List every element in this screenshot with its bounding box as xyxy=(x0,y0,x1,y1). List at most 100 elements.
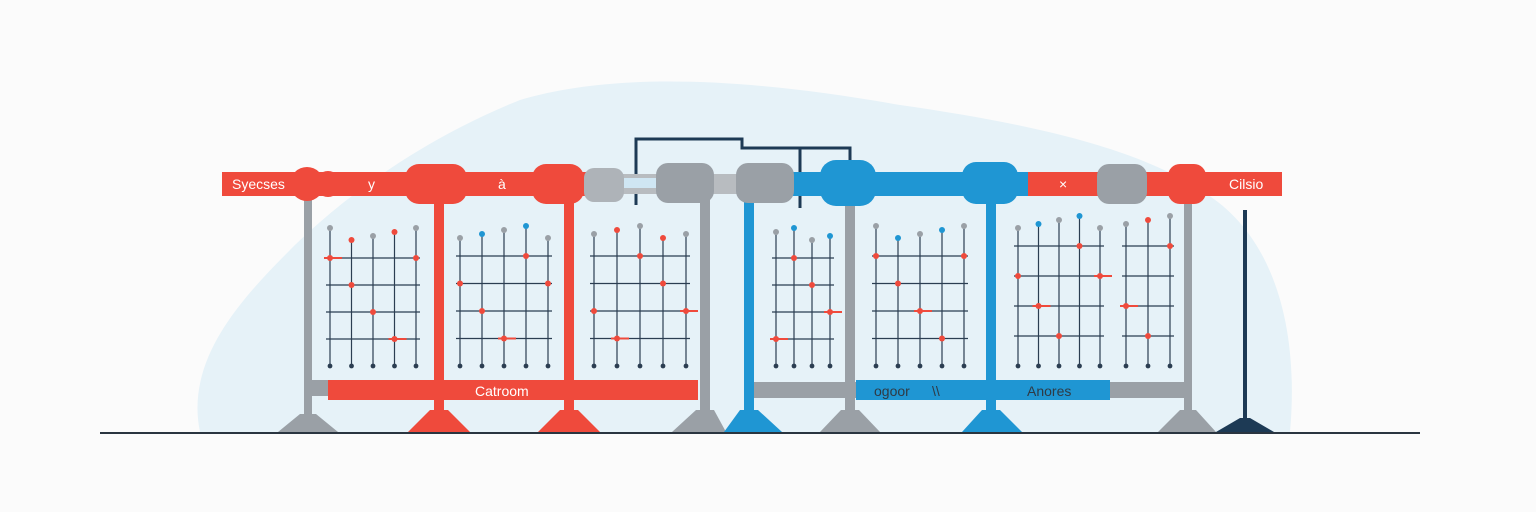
grid-marker xyxy=(1167,213,1173,219)
coupling-blue xyxy=(820,160,876,206)
grid-marker xyxy=(1056,217,1062,223)
pipe-red xyxy=(1028,172,1282,196)
grid-panel xyxy=(324,225,420,369)
grid-marker xyxy=(545,235,551,241)
label-top-left: Syecses xyxy=(232,176,285,192)
post-blue xyxy=(744,190,754,420)
grid-node xyxy=(1015,363,1021,369)
grid-marker xyxy=(501,227,507,233)
grid-marker xyxy=(1076,243,1083,249)
grid-marker xyxy=(523,223,529,229)
grid-marker xyxy=(1076,213,1083,219)
grid-node xyxy=(939,363,945,369)
grid-marker xyxy=(457,235,463,241)
coupling-gray xyxy=(736,163,794,203)
post-navy xyxy=(1243,210,1247,425)
grid-node xyxy=(479,363,485,369)
grid-marker xyxy=(591,308,597,314)
grid-marker xyxy=(1035,221,1042,227)
grid-node xyxy=(1097,363,1103,369)
grid-marker xyxy=(961,223,967,229)
foot-gray xyxy=(672,410,726,432)
grid-marker xyxy=(614,227,620,233)
grid-node xyxy=(501,363,507,369)
grid-marker xyxy=(370,309,376,315)
coupling-gray xyxy=(584,168,624,202)
grid-node xyxy=(545,363,551,369)
grid-node xyxy=(917,363,923,369)
grid-node xyxy=(827,363,833,369)
post-feet xyxy=(278,410,1274,432)
grid-node xyxy=(1167,363,1173,369)
grid-marker xyxy=(479,231,485,237)
grid-marker xyxy=(939,335,945,342)
grid-marker xyxy=(1097,225,1103,231)
grid-node xyxy=(809,363,815,369)
label-top-mark-3: × xyxy=(1059,176,1067,192)
coupling-red xyxy=(1168,164,1206,204)
foot-gray xyxy=(820,410,880,432)
grid-panel xyxy=(1120,213,1174,369)
label-bottom-2-mark: \\ xyxy=(932,383,940,399)
grid-marker xyxy=(370,233,376,239)
post-red xyxy=(564,190,574,420)
grid-marker xyxy=(791,255,797,261)
grid-node xyxy=(591,363,597,369)
grid-marker xyxy=(1167,243,1173,249)
grid-marker xyxy=(348,237,355,243)
grid-marker xyxy=(391,229,398,235)
grid-marker xyxy=(348,282,355,288)
grid-marker xyxy=(1015,273,1021,279)
grid-marker xyxy=(457,280,463,287)
foot-red xyxy=(408,410,470,432)
top-pipe xyxy=(222,160,1282,206)
connector-wire xyxy=(634,137,852,205)
grid-node xyxy=(660,363,666,369)
grid-panel xyxy=(872,223,968,369)
grid-node xyxy=(1036,363,1041,369)
grid-marker xyxy=(523,253,529,259)
foot-red xyxy=(538,410,600,432)
rail-gray xyxy=(754,382,858,398)
posts xyxy=(304,190,1247,425)
foot-navy xyxy=(1216,418,1274,432)
coupling-red xyxy=(405,164,467,204)
grid-marker xyxy=(1015,225,1021,231)
grid-node xyxy=(791,363,797,369)
grid-marker xyxy=(827,233,833,239)
coupling-gray xyxy=(656,163,714,203)
grid-marker xyxy=(1145,217,1151,223)
grid-node xyxy=(683,363,689,369)
grid-node xyxy=(1123,363,1129,369)
grid-node xyxy=(413,363,419,369)
grid-marker xyxy=(413,255,419,261)
coupling-red xyxy=(532,164,584,204)
grid-marker xyxy=(809,282,815,288)
label-top-right: Cilsio xyxy=(1229,176,1263,192)
grid-marker xyxy=(895,280,901,287)
grid-node xyxy=(370,363,376,369)
grid-marker xyxy=(660,280,666,287)
foot-blue xyxy=(962,410,1022,432)
grid-marker xyxy=(545,280,551,287)
rail-blue xyxy=(856,380,1110,400)
grid-marker xyxy=(683,231,689,237)
foot-gray xyxy=(278,414,338,432)
rail-gray xyxy=(1110,382,1186,398)
coupling-gray xyxy=(1097,164,1147,204)
label-bottom-1: Catroom xyxy=(475,383,529,399)
grid-panel xyxy=(770,225,842,369)
post-gray xyxy=(1184,195,1192,420)
grid-marker xyxy=(791,225,797,231)
grid-node xyxy=(614,363,620,369)
grid-marker xyxy=(773,229,779,235)
grid-node xyxy=(349,363,354,369)
pipe-light xyxy=(615,178,665,188)
grid-marker xyxy=(917,231,923,237)
label-top-mark-1: y xyxy=(368,176,375,192)
coupling-red xyxy=(290,167,324,201)
grid-marker xyxy=(591,231,597,237)
grid-marker xyxy=(873,253,879,259)
grid-marker xyxy=(637,223,643,229)
